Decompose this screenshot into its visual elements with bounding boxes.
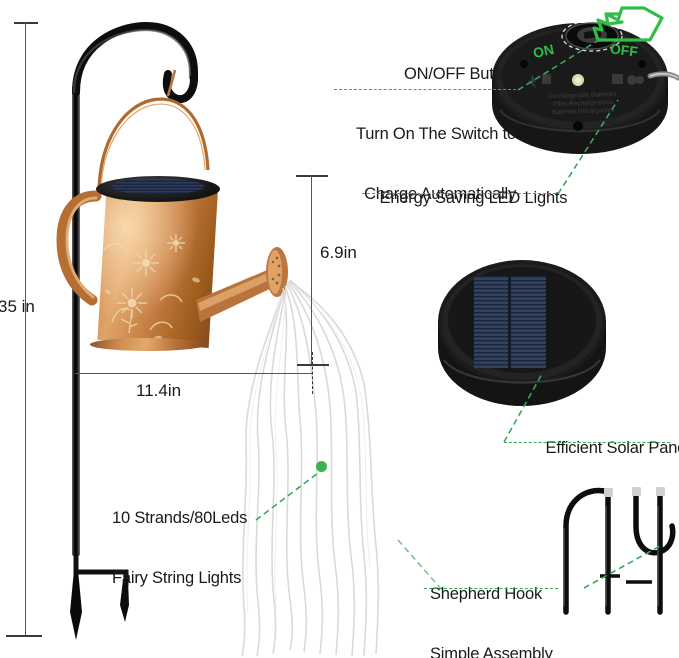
annotation-solar-leader — [503, 373, 543, 443]
annotation-hook-underline — [424, 588, 558, 589]
dim-35in-line — [25, 22, 26, 635]
annotation-hook: Shepherd Hook Simple Assembly — [430, 544, 553, 658]
annotation-led-underline — [362, 193, 556, 194]
annotation-hook-leader-left — [397, 539, 443, 591]
annotation-strands: 10 Strands/80Leds Fairy String Lights — [112, 468, 247, 628]
dim-35in-bottom-tick — [6, 635, 42, 637]
dim-114in-right-dash — [312, 352, 313, 394]
dim-35in-label: 35 in — [0, 297, 35, 316]
hook-pole — [72, 86, 80, 556]
shepherd-hook-parts-photo — [556, 476, 679, 616]
can-base-rim — [90, 338, 206, 351]
dim-69in-label: 6.9in — [320, 243, 357, 262]
watering-can-body — [97, 186, 218, 348]
annotation-hook-leader — [583, 545, 661, 589]
hand-pointer-icon — [592, 6, 664, 42]
annotation-onoff: ON/OFF Button Turn On The Switch to Char… — [316, 24, 516, 244]
annotation-hook-line-2: Simple Assembly — [430, 645, 553, 658]
dim-69in-line — [311, 175, 312, 364]
annotation-onoff-underline — [334, 89, 516, 90]
dim-69in-bottom-tick — [297, 364, 329, 366]
dim-114in-line — [75, 373, 313, 374]
annotation-strands-line-1: 10 Strands/80Leds — [112, 509, 248, 527]
can-lid-panel — [112, 179, 204, 194]
annotation-onoff-line-3: Charge Automatically — [364, 185, 516, 203]
annotation-strands-dot — [316, 461, 327, 472]
annotation-led: Energy Saving LED Lights — [362, 168, 568, 228]
annotation-onoff-leader — [517, 37, 603, 91]
battery-cap-photo: ON OFF Rechargeable Batteries Piles Rech… — [480, 14, 679, 159]
annotation-onoff-line-2: Turn On The Switch to — [356, 125, 516, 143]
annotation-strands-leader — [255, 469, 323, 521]
dim-69in-top-tick — [296, 175, 328, 177]
dim-35in-top-tick — [14, 22, 38, 24]
annotation-led-leader — [557, 99, 619, 195]
annotation-strands-line-2: Fairy String Lights — [112, 569, 242, 587]
annotation-onoff-line-1: ON/OFF Button — [403, 65, 516, 83]
dim-114in-label: 11.4in — [136, 381, 182, 400]
annotation-solar-text: Efficient Solar Panel — [545, 439, 679, 457]
annotation-solar: Efficient Solar Panel — [528, 418, 679, 478]
annotation-led-text: Energy Saving LED Lights — [379, 189, 568, 207]
solar-panel-photo — [436, 256, 608, 414]
annotation-solar-underline — [504, 442, 670, 443]
annotation-hook-line-1: Shepherd Hook — [430, 585, 543, 603]
